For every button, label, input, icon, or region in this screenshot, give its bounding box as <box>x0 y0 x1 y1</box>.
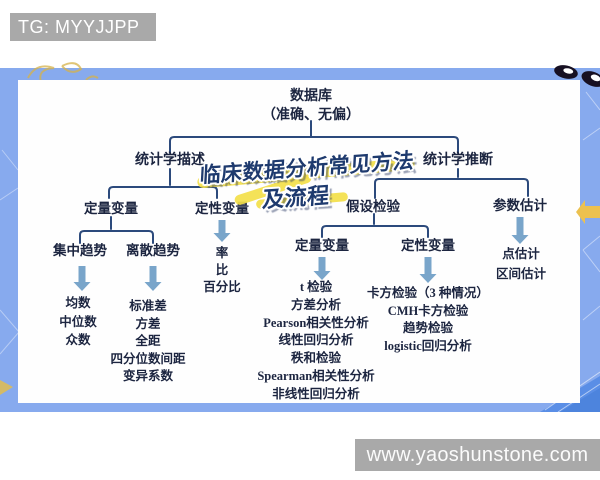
qualitative-desc-list: 率 比 百分比 <box>203 245 241 296</box>
list-item: 非线性回归分析 <box>272 386 360 401</box>
list-item: 全距 <box>135 334 161 348</box>
param-estimation-list: 点估计 区间估计 <box>496 244 546 284</box>
node-hypothesis-test: 假设检验 <box>346 199 400 214</box>
node-database-note: （准确、无偏） <box>262 108 360 123</box>
list-item: 中位数 <box>59 314 97 329</box>
list-item: 均数 <box>65 296 91 310</box>
overlay-title-line2: 及流程 <box>261 182 331 213</box>
list-item: CMH卡方检验 <box>387 303 469 318</box>
node-hyp-quantitative: 定量变量 <box>295 238 349 253</box>
list-item: 百分比 <box>203 280 241 294</box>
list-item: 线性回归分析 <box>278 333 354 348</box>
node-dispersion-tendency: 离散趋势 <box>126 243 180 258</box>
central-tendency-list: 均数 中位数 众数 <box>59 294 97 350</box>
list-item: 众数 <box>65 333 91 347</box>
list-item: 趋势检验 <box>402 321 454 335</box>
dispersion-list: 标准差 方差 全距 四分位数间距 变异系数 <box>110 298 185 386</box>
list-item: 标准差 <box>129 299 167 313</box>
list-item: 方差分析 <box>290 297 341 312</box>
node-central-tendency: 集中趋势 <box>53 243 107 258</box>
node-hyp-qualitative: 定性变量 <box>401 238 455 253</box>
list-item: Pearson相关性分析 <box>263 315 369 330</box>
list-item: 区间估计 <box>495 267 547 281</box>
node-database: 数据库 <box>290 89 332 104</box>
hyp-qual-tests-list: 卡方检验（3 种情况） CMH卡方检验 趋势检验 logistic回归分析 <box>367 285 489 355</box>
list-item: 比 <box>215 263 229 277</box>
node-param-estimation: 参数估计 <box>493 198 547 213</box>
url-watermark-badge: www.yaoshunstone.com <box>355 439 600 471</box>
list-item: logistic回归分析 <box>384 338 472 353</box>
tg-watermark-badge: TG: MYYJJPP <box>10 13 156 41</box>
list-item: 方差 <box>135 316 161 331</box>
list-item: 变异系数 <box>122 369 174 383</box>
node-desc-quantitative: 定量变量 <box>84 201 138 216</box>
node-stat-inference: 统计学推断 <box>423 153 493 168</box>
hyp-quant-tests-list: t 检验 方差分析 Pearson相关性分析 线性回归分析 秩和检验 Spear… <box>257 279 374 404</box>
list-item: 四分位数间距 <box>110 351 186 366</box>
node-stat-description: 统计学描述 <box>135 153 205 168</box>
list-item: 点估计 <box>502 247 540 261</box>
list-item: 秩和检验 <box>290 351 341 366</box>
node-desc-qualitative: 定性变量 <box>195 201 249 216</box>
list-item: 卡方检验（3 种情况） <box>367 286 489 300</box>
list-item: 率 <box>215 246 229 260</box>
list-item: t 检验 <box>299 280 333 294</box>
list-item: Spearman相关性分析 <box>257 368 375 383</box>
